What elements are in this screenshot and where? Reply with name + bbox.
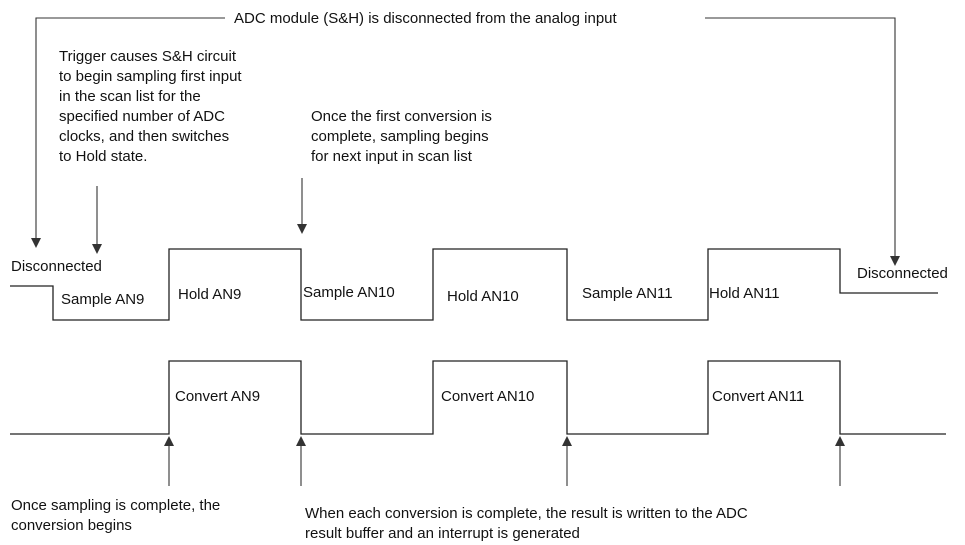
first-conversion-arrow-icon bbox=[297, 224, 307, 234]
sh-state-waveform bbox=[10, 248, 938, 321]
trigger-note-line-4: specified number of ADC bbox=[59, 108, 225, 125]
state-hold-an10: Hold AN10 bbox=[447, 288, 519, 305]
trigger-note-line-5: clocks, and then switches bbox=[59, 128, 229, 145]
state-sample-an9: Sample AN9 bbox=[61, 291, 144, 308]
result-arrow-2-icon bbox=[562, 436, 572, 446]
banner-right-arrow-icon bbox=[890, 256, 900, 266]
first-conversion-note-line-3: for next input in scan list bbox=[311, 148, 473, 165]
first-conversion-note-line-1: Once the first conversion is bbox=[311, 108, 492, 125]
sampling-complete-note: Once sampling is complete, the conversio… bbox=[11, 497, 220, 534]
banner-left-bracket bbox=[35, 17, 225, 240]
top-banner-text: ADC module (S&H) is disconnected from th… bbox=[234, 10, 618, 27]
state-sample-an10: Sample AN10 bbox=[303, 284, 395, 301]
trigger-note: Trigger causes S&H circuit to begin samp… bbox=[59, 48, 242, 165]
first-conversion-note-line-2: complete, sampling begins bbox=[311, 128, 489, 145]
trigger-note-line-1: Trigger causes S&H circuit bbox=[59, 48, 237, 65]
convert-an11-label: Convert AN11 bbox=[712, 388, 804, 405]
trigger-note-line-6: to Hold state. bbox=[59, 148, 147, 165]
trigger-note-line-3: in the scan list for the bbox=[59, 88, 201, 105]
result-note-line-1: When each conversion is complete, the re… bbox=[305, 505, 748, 522]
result-note-line-2: result buffer and an interrupt is genera… bbox=[305, 525, 580, 542]
sampling-complete-arrow-icon bbox=[164, 436, 174, 446]
state-hold-an9: Hold AN9 bbox=[178, 286, 241, 303]
convert-an9-label: Convert AN9 bbox=[175, 388, 260, 405]
convert-an10-label: Convert AN10 bbox=[441, 388, 534, 405]
conversion-waveform bbox=[10, 360, 946, 435]
first-conversion-note: Once the first conversion is complete, s… bbox=[311, 108, 492, 165]
state-sample-an11: Sample AN11 bbox=[582, 285, 673, 302]
result-arrow-1-icon bbox=[296, 436, 306, 446]
sampling-complete-note-line-2: conversion begins bbox=[11, 517, 132, 534]
result-arrow-3-icon bbox=[835, 436, 845, 446]
state-disconnected-right: Disconnected bbox=[857, 265, 948, 282]
sampling-complete-note-line-1: Once sampling is complete, the bbox=[11, 497, 220, 514]
state-disconnected-left: Disconnected bbox=[11, 258, 102, 275]
banner-right-bracket bbox=[705, 17, 896, 258]
result-note: When each conversion is complete, the re… bbox=[305, 505, 748, 542]
state-hold-an11: Hold AN11 bbox=[709, 285, 780, 302]
banner-left-arrow-icon bbox=[31, 238, 41, 248]
trigger-note-line-2: to begin sampling first input bbox=[59, 68, 242, 85]
trigger-arrow-icon bbox=[92, 244, 102, 254]
